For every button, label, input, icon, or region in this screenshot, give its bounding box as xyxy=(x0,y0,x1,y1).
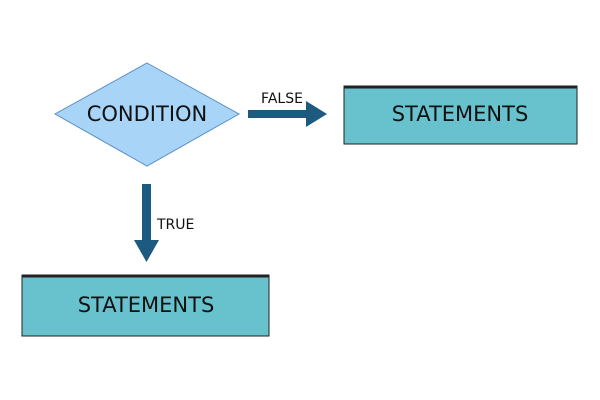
true-arrow-head xyxy=(134,240,159,262)
true-edge: TRUE xyxy=(134,184,194,262)
true-edge-label: TRUE xyxy=(156,217,194,233)
true-arrow-shaft xyxy=(142,184,151,242)
condition-node: CONDITION xyxy=(53,62,241,167)
false-arrow-head xyxy=(306,101,327,127)
condition-label: CONDITION xyxy=(87,102,208,126)
true-statements-node: STATEMENTS xyxy=(21,274,270,337)
false-arrow-shaft xyxy=(248,110,310,118)
false-statements-box xyxy=(343,85,578,145)
condition-diamond-shape xyxy=(53,62,241,167)
true-statements-label: STATEMENTS xyxy=(78,293,215,317)
false-edge-label: FALSE xyxy=(261,91,303,107)
false-statements-node: STATEMENTS xyxy=(343,85,578,145)
false-statements-label: STATEMENTS xyxy=(392,102,529,126)
false-edge: FALSE xyxy=(248,91,327,127)
